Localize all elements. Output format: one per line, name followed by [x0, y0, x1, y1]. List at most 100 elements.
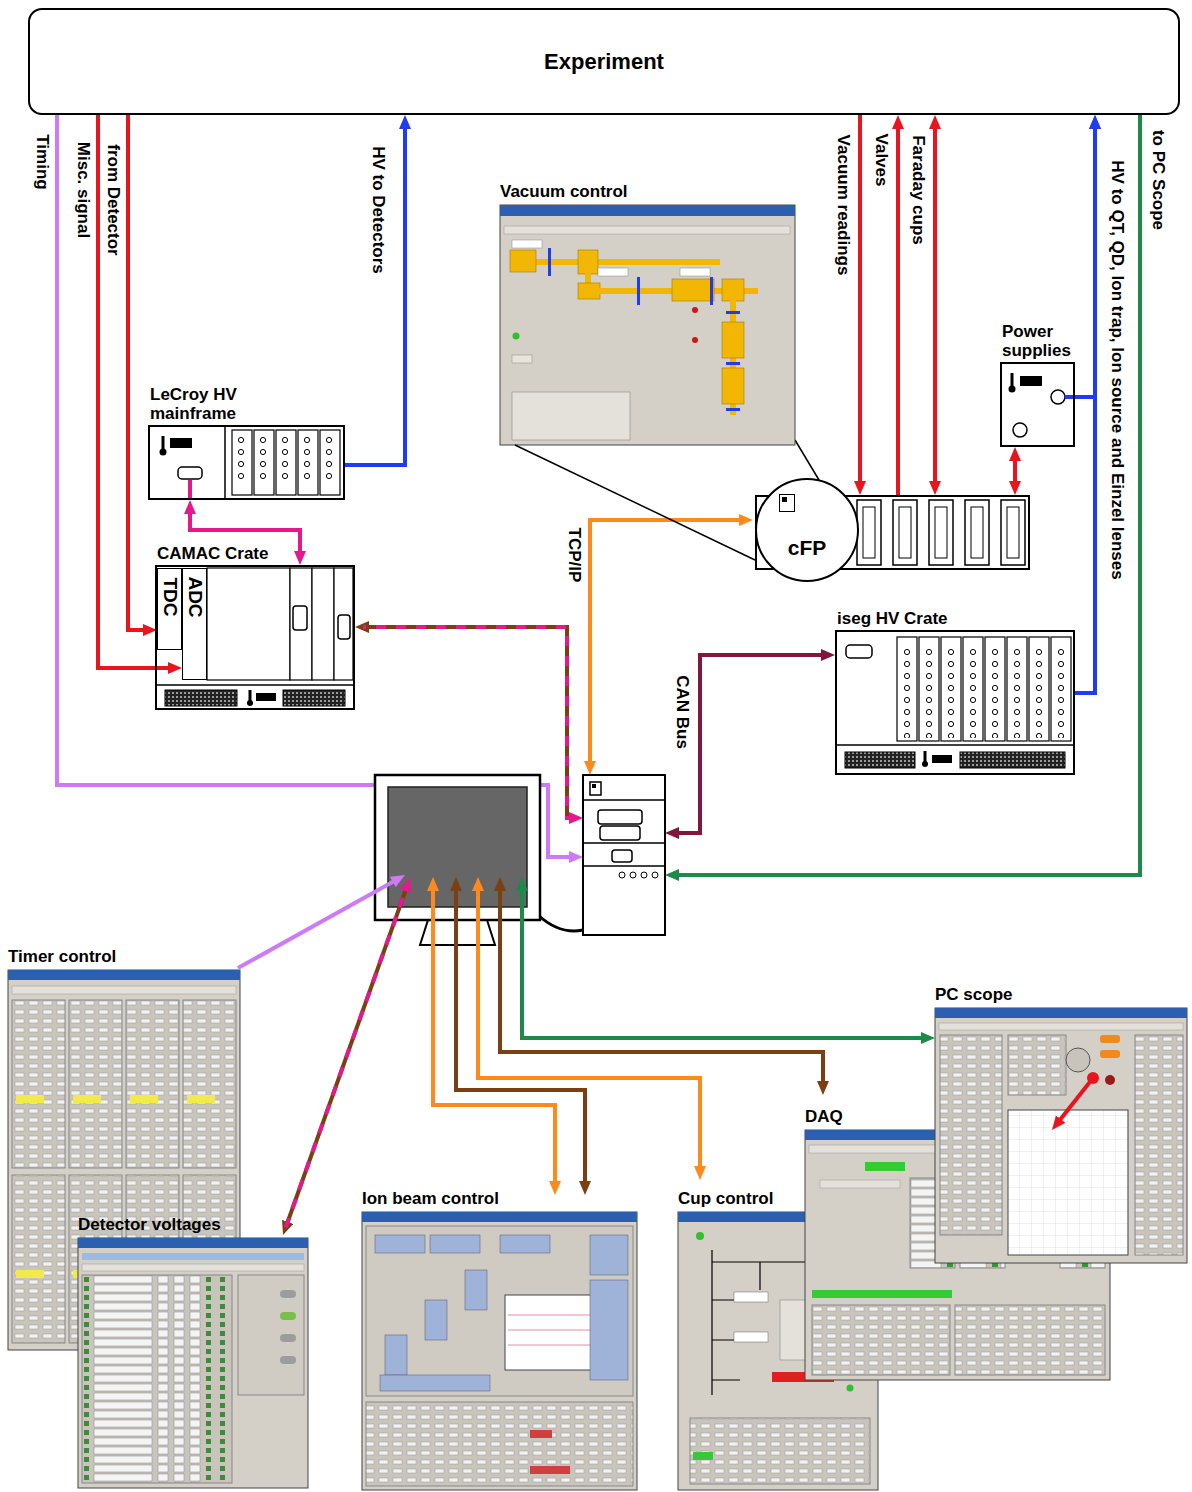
mainframe-drawing-part	[170, 438, 192, 448]
connector	[128, 115, 149, 630]
pc-scope-screenshot	[935, 1008, 1187, 1263]
heading: Vacuum control	[500, 182, 628, 202]
computer-part	[583, 775, 665, 935]
connector-line	[1075, 123, 1095, 693]
connector-line	[1013, 455, 1017, 487]
connector-line	[1075, 123, 1095, 397]
ion-beam-screenshot-part	[530, 1430, 552, 1438]
cfp-slots-part	[893, 500, 917, 565]
timer-screenshot-part	[187, 1095, 215, 1103]
vacuum-screenshot-part	[710, 277, 713, 305]
module-label: TDC	[159, 577, 180, 616]
vacuum-screenshot-part	[578, 283, 600, 299]
mainframe-drawing-part	[232, 434, 340, 482]
camac-drawing-part	[155, 684, 355, 686]
cfp-icon	[779, 494, 795, 512]
pc-scope-screenshot-part	[1008, 1110, 1128, 1255]
camac-crate: CAMAC CrateTDCADC	[155, 565, 355, 710]
vacuum-screenshot-part	[672, 279, 714, 301]
vacuum-screenshot-part	[726, 311, 740, 314]
connector-line	[345, 123, 405, 465]
cfp-slots-part	[965, 500, 989, 565]
detector-voltage-screenshot-part	[82, 1253, 304, 1260]
computer-part	[600, 826, 640, 840]
pc-scope-screenshot-part	[1135, 1035, 1183, 1255]
vacuum-screenshot-part	[504, 226, 790, 234]
cfp-slots-part	[1001, 500, 1025, 565]
detector-voltage-screenshot	[78, 1238, 308, 1488]
ion-beam-screenshot-part	[385, 1335, 407, 1375]
iseg-drawing-part	[835, 744, 1075, 746]
ion-beam-window: Ion beam control	[362, 1212, 637, 1490]
daq-window: DAQ	[805, 1130, 1110, 1380]
can-bus-wire	[673, 655, 827, 833]
box-title: Experiment	[544, 49, 664, 75]
timing-wire-part	[57, 115, 575, 857]
iseg-crate: iseg HV Crate	[835, 630, 1075, 775]
heading: Cup control	[678, 1189, 773, 1209]
mainframe-drawing-part	[224, 425, 226, 500]
iseg-drawing-part	[845, 752, 915, 768]
detector-voltage-screenshot-part	[280, 1334, 296, 1342]
pc-scope-window: PC scope	[935, 1008, 1187, 1263]
connector	[1075, 123, 1095, 693]
connector	[345, 123, 405, 465]
pc-scope-screenshot-part	[1100, 1050, 1120, 1058]
iseg-drawing-part	[897, 646, 1071, 738]
ion-beam-screenshot-part	[366, 1226, 633, 1396]
heading: Detector voltages	[78, 1215, 221, 1235]
vacuum-screenshot-part	[548, 248, 551, 276]
cup-screenshot-part	[696, 1232, 704, 1240]
connector-dot	[1087, 1072, 1099, 1084]
tcpip-wire	[590, 520, 745, 767]
mainframe-drawing-part	[188, 480, 192, 500]
heading: Ion beam control	[362, 1189, 499, 1209]
connector	[1015, 455, 1016, 487]
program-wires-part	[522, 885, 927, 1038]
vacuum-screenshot-part	[510, 250, 536, 272]
timer-screenshot-part	[69, 1000, 122, 1168]
ion-beam-screenshot-part	[362, 1212, 637, 1222]
pc-scope-screenshot-part	[1008, 1035, 1066, 1095]
connector	[515, 445, 755, 560]
program-wires-part	[500, 885, 823, 1087]
cfp-slots-part	[929, 500, 953, 565]
pc-scope-screenshot-part	[1100, 1035, 1120, 1043]
computer-part	[583, 799, 665, 801]
tcpip-wire-part	[590, 520, 745, 767]
timer-screenshot-part	[12, 986, 236, 994]
vacuum-screenshot-part	[722, 368, 744, 404]
detector-voltage-screenshot-part	[280, 1290, 296, 1298]
heading: DAQ	[805, 1107, 843, 1127]
vacuum-screenshot-part	[722, 279, 744, 301]
vacuum-screenshot-part	[726, 362, 740, 365]
heading: PC scope	[935, 985, 1012, 1005]
pc-scope-screenshot-part	[935, 1008, 1187, 1018]
connector-line	[933, 123, 937, 487]
vacuum-screenshot	[500, 205, 795, 445]
ion-beam-screenshot-part	[530, 1466, 570, 1474]
ion-beam-screenshot	[362, 1212, 637, 1490]
timer-screenshot-part	[73, 1095, 101, 1103]
edge-label-text: Faraday cups	[909, 133, 928, 247]
vacuum-screenshot-part	[512, 240, 542, 248]
vacuum-screenshot-part	[500, 205, 795, 216]
program-wires-part	[286, 886, 408, 1228]
daq-screenshot-part	[812, 1290, 952, 1298]
vacuum-window: Vacuum control	[500, 205, 795, 445]
camac-drawing-part	[334, 568, 353, 680]
vacuum-screenshot-part	[637, 277, 640, 305]
cfp-slots-part	[1007, 507, 1019, 558]
cfp-slots-part	[857, 500, 881, 565]
signal-label-text: Timing	[33, 132, 52, 191]
pc-scope-screenshot-part	[939, 1023, 1183, 1030]
power-supply-drawing-part	[1009, 386, 1016, 393]
cfp-slots-part	[899, 507, 911, 558]
detector-voltage-screenshot-part	[238, 1275, 304, 1395]
cup-screenshot-part	[693, 1452, 713, 1460]
signal-label-text: CAN Bus	[673, 673, 692, 751]
timer-screenshot-part	[16, 1095, 44, 1103]
vacuum-screenshot-part	[692, 337, 698, 343]
